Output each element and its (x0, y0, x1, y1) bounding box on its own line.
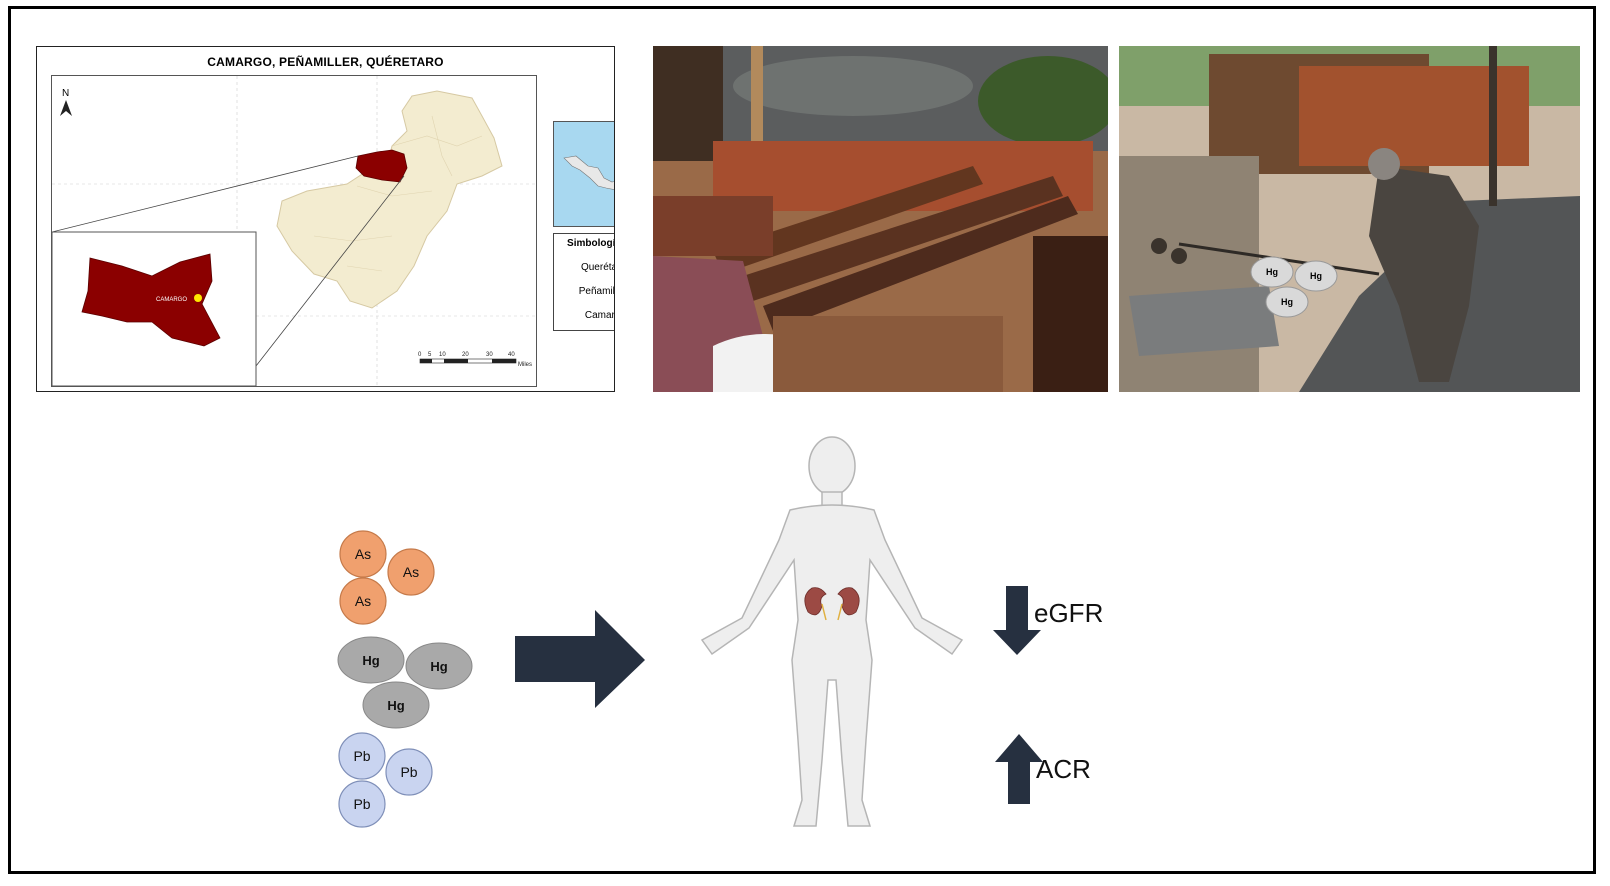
legend-title: Simbología (567, 238, 614, 249)
inset-camargo-shape (81, 253, 221, 347)
photo-hg-blob (1265, 286, 1309, 318)
municipal-boundaries (313, 115, 483, 272)
scale-unit: Miles (518, 362, 532, 368)
legend-item-camargo: Camargo (584, 310, 615, 321)
north-label: N (62, 88, 69, 99)
photo-hg-blob (1294, 260, 1338, 292)
photo-hg-label: Hg (1310, 271, 1322, 281)
inset-camargo-label: CAMARGO (156, 297, 187, 303)
scale-tick: 40 (508, 352, 515, 358)
camargo-location-point (194, 294, 202, 302)
scale-tick: 20 (462, 352, 469, 358)
scale-labels: 0 5 10 20 30 40 Miles (418, 352, 532, 368)
photo-hg-overlay: Hg Hg Hg (1250, 256, 1338, 318)
figure-frame (8, 6, 1596, 874)
scale-bar (419, 358, 517, 364)
map-legend: Simbología Querétaro Peñamiller Camargo (553, 233, 615, 331)
worker-drawing (1119, 46, 1580, 392)
map-drawing: N CAMARGO (51, 76, 536, 387)
scale-tick: 5 (428, 352, 432, 358)
penamiller-shape (355, 149, 408, 183)
photo-hg-label: Hg (1281, 297, 1293, 307)
retort-furnace-photo (653, 46, 1108, 392)
worker-ore-photo: Hg Hg Hg (1119, 46, 1580, 392)
photo-hg-label: Hg (1266, 267, 1278, 277)
scale-tick: 30 (486, 352, 493, 358)
mexico-inset-map (553, 121, 614, 227)
legend-item-queretaro: Querétaro (580, 262, 614, 273)
scale-tick: 10 (439, 352, 446, 358)
mexico-shape (563, 155, 614, 190)
zoom-lines (51, 155, 405, 367)
mexico-drawing (563, 155, 614, 190)
scale-tick: 0 (418, 352, 422, 358)
retort-drawing (653, 46, 1108, 392)
legend-item-penamiller: Peñamiller (578, 286, 615, 297)
north-arrow-icon (60, 100, 72, 116)
location-map: CAMARGO, PEÑAMILLER, QUÉRETARO N (36, 46, 615, 392)
map-title: CAMARGO, PEÑAMILLER, QUÉRETARO (207, 55, 444, 69)
map-frame: N CAMARGO (51, 75, 537, 387)
photo-hg-blob (1250, 256, 1294, 288)
queretaro-state-shape (276, 90, 503, 309)
